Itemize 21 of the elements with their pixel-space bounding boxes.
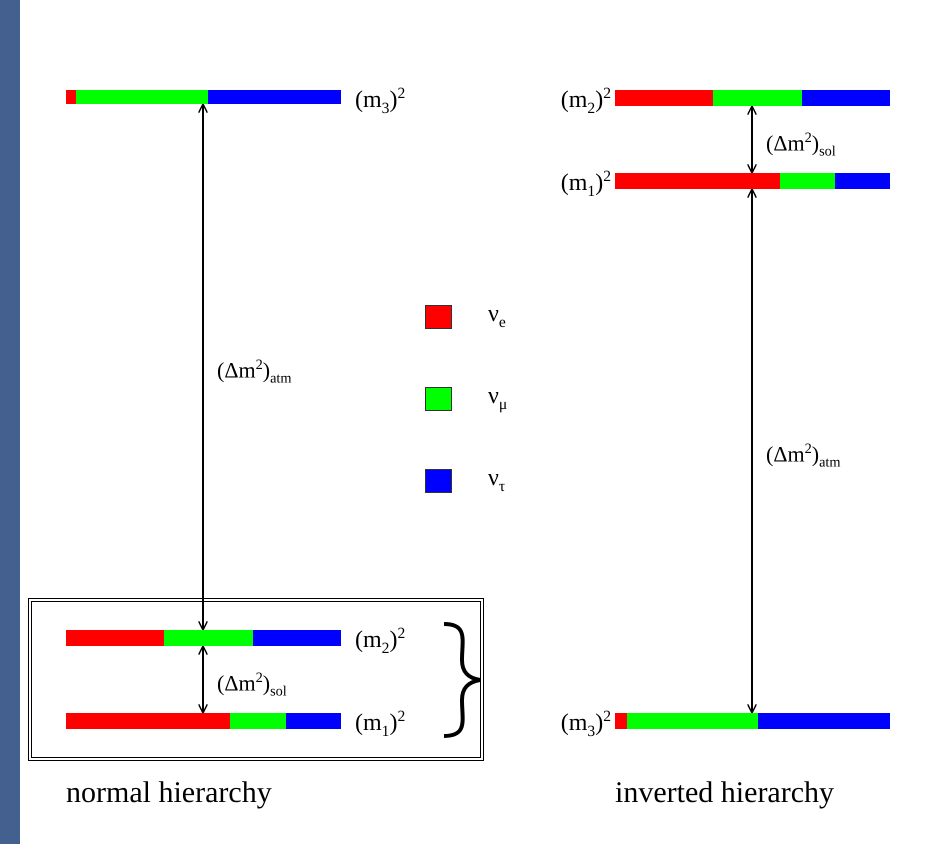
legend-label: ν$_{τ}$: [488, 465, 506, 496]
double-arrow: [198, 645, 208, 714]
mass-label: (m$_{1}$)$^{2}$: [355, 707, 406, 742]
mass-level-bar: [615, 90, 890, 106]
double-arrow: [746, 105, 758, 174]
mass-label: (m$_{3}$)$^{2}$: [355, 84, 406, 119]
legend-label: ν$_{μ}$: [488, 383, 508, 414]
caption: normal hierarchy: [66, 776, 272, 810]
mass-level-bar: [66, 713, 341, 729]
legend-label: ν$_{e}$: [488, 301, 506, 332]
mass-label: (m$_{2}$)$^{2}$: [560, 84, 611, 119]
double-arrow: [746, 188, 758, 714]
mass-level-bar: [615, 713, 890, 729]
double-arrow: [198, 103, 208, 631]
caption: inverted hierarchy: [615, 776, 834, 810]
mass-label: (m$_{3}$)$^{2}$: [560, 707, 611, 742]
mass-level-bar: [66, 630, 341, 646]
mass-level-bar: [615, 173, 890, 189]
mass-label: (m$_{2}$)$^{2}$: [355, 624, 406, 659]
mass-level-bar: [66, 90, 341, 104]
mass-label: (m$_{1}$)$^{2}$: [560, 167, 611, 202]
